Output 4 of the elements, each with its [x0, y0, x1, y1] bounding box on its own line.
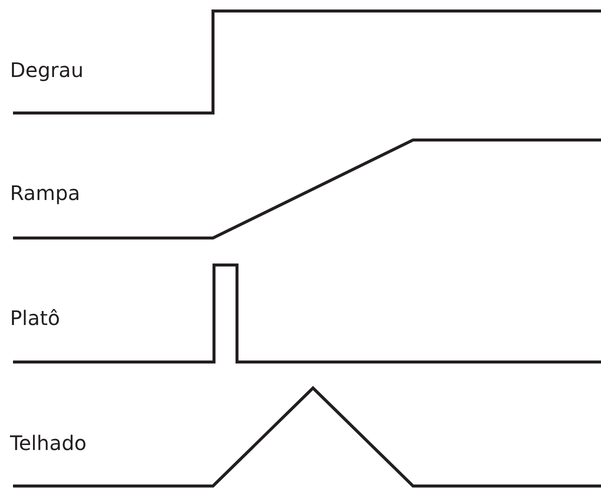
waveform-label: Telhado: [10, 431, 87, 455]
waveform-label: Platô: [10, 306, 60, 330]
waveform-label: Rampa: [10, 181, 80, 205]
waveform-label: Degrau: [10, 58, 84, 82]
